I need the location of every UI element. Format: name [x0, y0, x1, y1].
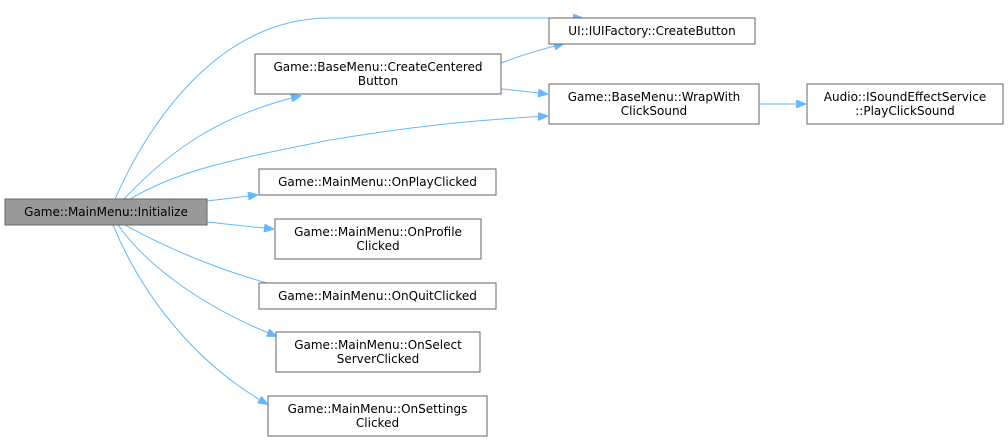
edge-root-to-create_centered	[123, 96, 300, 200]
node-label-line: Game::MainMenu::OnPlayClicked	[278, 175, 477, 189]
node-on-quit[interactable]: Game::MainMenu::OnQuitClicked	[258, 282, 497, 310]
edge-root-to-on_profile	[206, 221, 273, 229]
node-label-line: Game::MainMenu::OnProfile	[294, 225, 462, 239]
node-label-line: Clicked	[356, 416, 399, 430]
edge-root-to-wrap_click	[129, 116, 547, 200]
edge-root-to-create_button	[114, 18, 582, 200]
node-label-line: Game::MainMenu::OnSelect	[294, 338, 462, 352]
node-box	[258, 282, 497, 310]
node-label-line: ServerClicked	[337, 352, 420, 366]
node-label-line: ::PlayClickSound	[855, 104, 955, 118]
node-label-line: Clicked	[356, 239, 399, 253]
node-box	[275, 331, 481, 373]
node-label-line: Button	[358, 74, 398, 88]
node-on-play[interactable]: Game::MainMenu::OnPlayClicked	[258, 168, 497, 196]
node-box	[254, 53, 502, 95]
edge-create_centered-to-wrap_click	[500, 88, 547, 94]
node-box	[274, 218, 482, 260]
node-label-line: Game::BaseMenu::CreateCentered	[273, 60, 482, 74]
edge-create_centered-to-create_button	[500, 44, 563, 64]
node-create-button[interactable]: UI::IUIFactory::CreateButton	[548, 17, 756, 45]
node-box	[258, 168, 497, 196]
node-label-line: Game::MainMenu::Initialize	[24, 205, 188, 219]
node-label-line: ClickSound	[621, 104, 687, 118]
node-box	[806, 83, 1004, 125]
edge-root-to-on_settings	[112, 224, 267, 404]
node-label-line: Game::BaseMenu::WrapWith	[568, 90, 741, 104]
node-box	[548, 83, 760, 125]
edge-root-to-on_quit	[124, 224, 294, 290]
node-label-line: Game::MainMenu::OnSettings	[288, 402, 468, 416]
node-play-click[interactable]: Audio::ISoundEffectService::PlayClickSou…	[806, 83, 1004, 125]
node-label-line: Audio::ISoundEffectService	[824, 90, 986, 104]
edge-root-to-on_select	[117, 224, 276, 336]
node-label-line: Game::MainMenu::OnQuitClicked	[278, 289, 477, 303]
node-root[interactable]: Game::MainMenu::Initialize	[4, 198, 208, 226]
node-label-line: UI::IUIFactory::CreateButton	[568, 24, 735, 38]
node-box	[548, 17, 756, 45]
edge-root-to-on_play	[206, 195, 257, 202]
node-box	[267, 395, 488, 437]
node-box	[4, 198, 208, 226]
